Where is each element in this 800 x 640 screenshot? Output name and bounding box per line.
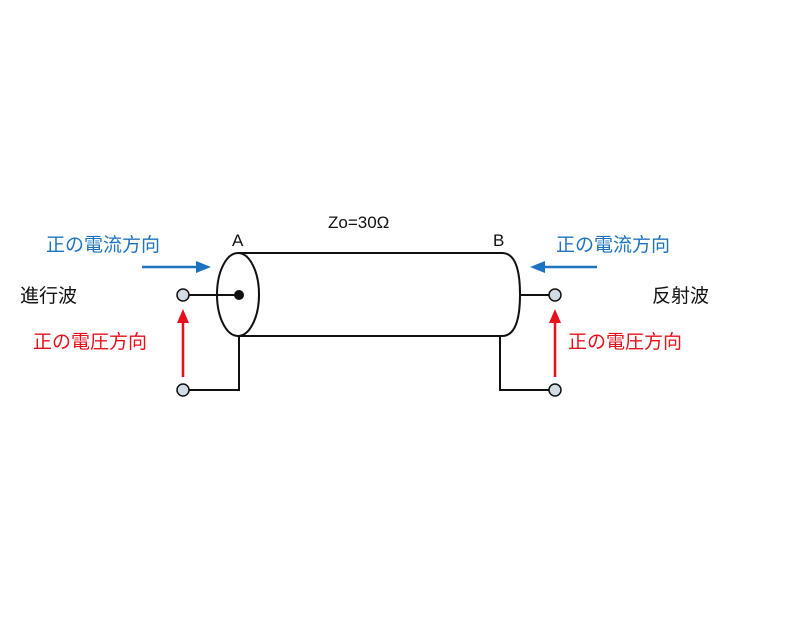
node-b-label: B (493, 231, 505, 250)
left-terminal-bottom[interactable] (176, 383, 190, 397)
left-terminal-top[interactable] (176, 288, 190, 302)
left-current-label: 正の電流方向 (46, 234, 161, 256)
impedance-label: Zo=30Ω (328, 213, 390, 232)
right-voltage-arrow-head (549, 309, 561, 323)
right-terminal-top[interactable] (548, 288, 562, 302)
left-voltage-arrow-head (177, 309, 189, 323)
right-terminal-bottom[interactable] (548, 383, 562, 397)
left-voltage-label: 正の電圧方向 (33, 331, 148, 353)
right-wave-label: 反射波 (652, 285, 710, 307)
left-wave-label: 進行波 (20, 285, 78, 307)
right-voltage-label: 正の電圧方向 (568, 331, 683, 353)
right-current-arrow-head (530, 261, 545, 273)
right-current-label: 正の電流方向 (556, 234, 671, 256)
left-current-arrow-head (196, 261, 211, 273)
node-a-label: A (232, 231, 244, 250)
cable-end-b (501, 252, 522, 337)
left-shield-wire (189, 336, 240, 391)
right-shield-wire (499, 336, 550, 391)
